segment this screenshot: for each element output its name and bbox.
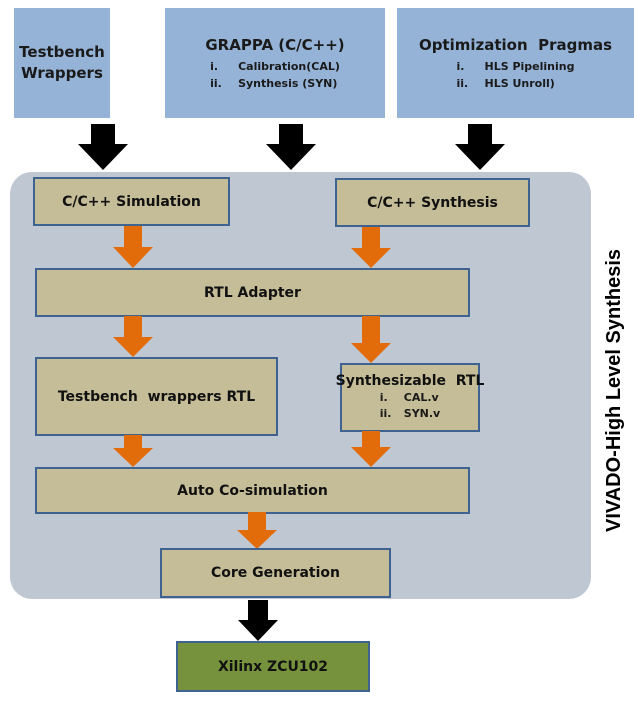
step-label: C/C++ Simulation [62,193,201,210]
hls-label: VIVADO-High Level Synthesis [603,248,626,532]
flow-arrow-icon [113,316,153,357]
synth-rtl-list: i. CAL.v ii. SYN.v [380,390,440,422]
input-pragmas-title: Optimization Pragmas [418,35,613,54]
step-core-generation: Core Generation [160,548,391,598]
input-grappa-list: i. Calibration(CAL) ii. Synthesis (SYN) [210,58,340,92]
step-label: Auto Co-simulation [177,482,328,499]
input-optimization-pragmas: Optimization Pragmas i. HLS Pipelining i… [397,8,634,118]
list-item-number: ii. [456,76,469,90]
flow-arrow-icon [351,431,391,467]
list-item-label: CAL.v [403,391,439,404]
list-item-label: Calibration(CAL) [238,59,340,73]
list-item-number: i. [456,59,465,73]
input-testbench-title-line2: Wrappers [21,64,103,82]
list-item: i. HLS Pipelining [457,58,575,75]
step-label: C/C++ Synthesis [367,194,498,211]
list-item-number: i. [210,59,219,73]
list-item: i. Calibration(CAL) [210,58,340,75]
step-label: Core Generation [210,565,341,581]
target-label: Xilinx ZCU102 [217,658,329,675]
list-item: ii. HLS Unroll) [457,75,575,92]
list-item-number: ii. [379,407,392,420]
list-item-label: Synthesis (SYN) [238,76,338,90]
list-item-number: ii. [210,76,222,90]
hls-label-wrapper: VIVADO-High Level Synthesis [597,230,633,550]
step-label: RTL Adapter [204,284,301,301]
step-auto-cosimulation: Auto Co-simulation [35,467,470,514]
down-arrow-icon [78,124,128,170]
flow-arrow-icon [113,226,153,268]
flow-arrow-icon [113,435,153,467]
input-testbench-title-line1: Testbench [19,43,105,61]
down-arrow-icon [266,124,316,170]
down-arrow-icon [455,124,505,170]
step-label: Testbench wrappers RTL [57,388,256,405]
input-testbench-wrappers: Testbench Wrappers [14,8,110,118]
step-rtl-adapter: RTL Adapter [35,268,470,317]
flow-arrow-icon [351,227,391,268]
step-label: Synthesizable RTL [335,373,485,389]
list-item: ii. Synthesis (SYN) [210,75,340,92]
step-c-synthesis: C/C++ Synthesis [335,178,530,227]
list-item-number: i. [379,391,388,404]
step-synthesizable-rtl: Synthesizable RTL i. CAL.v ii. SYN.v [336,363,484,432]
flow-arrow-icon [351,316,391,363]
input-grappa: GRAPPA (C/C++) i. Calibration(CAL) ii. S… [165,8,385,118]
down-arrow-icon [238,600,278,641]
step-testbench-wrappers-rtl: Testbench wrappers RTL [35,357,278,436]
input-grappa-title: GRAPPA (C/C++) [205,35,345,54]
list-item: i. CAL.v [380,390,440,406]
input-pragmas-list: i. HLS Pipelining ii. HLS Unroll) [457,58,575,92]
list-item-label: HLS Unroll) [484,76,555,90]
target-board: Xilinx ZCU102 [176,641,370,692]
list-item-label: SYN.v [403,407,441,420]
list-item-label: HLS Pipelining [484,59,575,73]
list-item: ii. SYN.v [380,406,440,422]
step-c-simulation: C/C++ Simulation [33,177,230,226]
flow-arrow-icon [237,512,277,549]
